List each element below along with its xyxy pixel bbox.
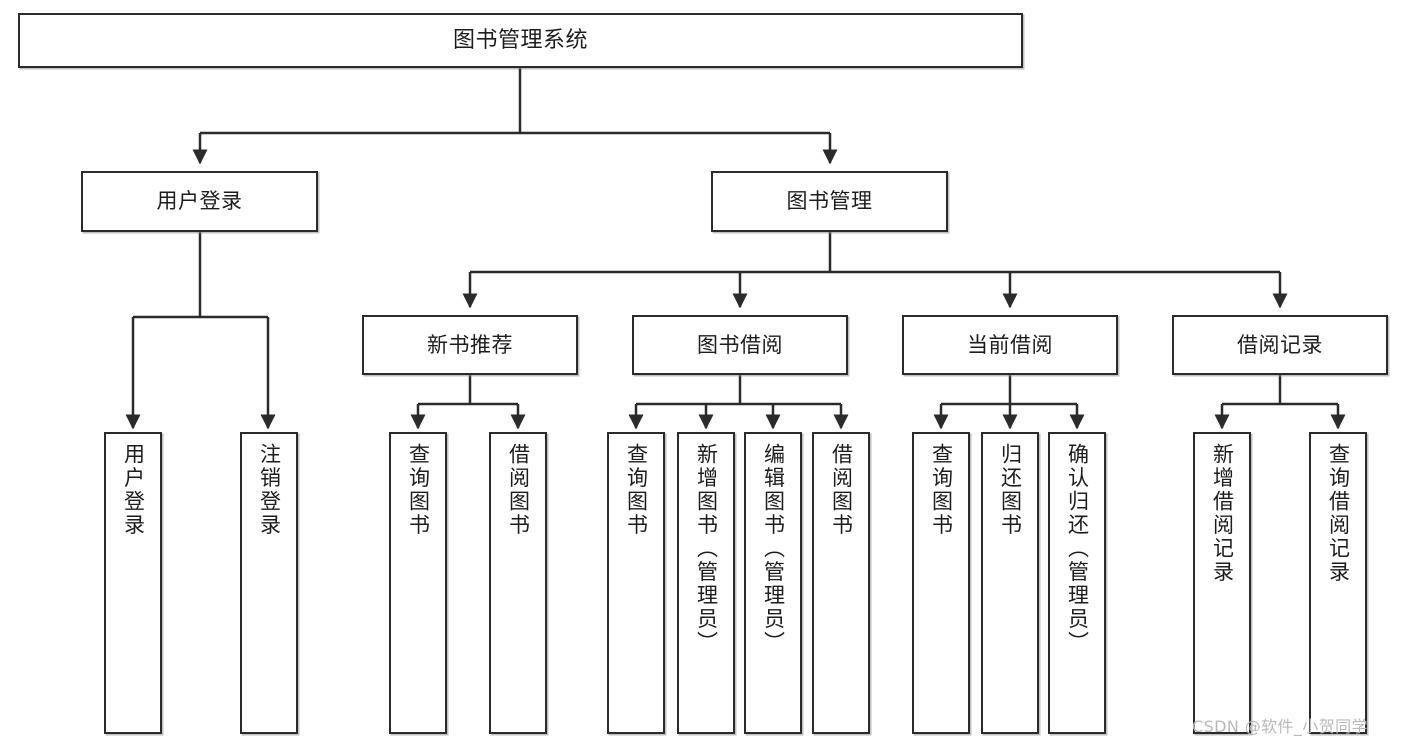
node-book-borrow[interactable]: 图书借阅 bbox=[632, 315, 848, 375]
leaf-user-login[interactable]: 用户登录 bbox=[104, 432, 162, 734]
node-label: 图书管理系统 bbox=[452, 27, 588, 53]
leaf-query-borrow-record[interactable]: 查询借阅记录 bbox=[1309, 432, 1367, 734]
node-label: 注销登录 bbox=[257, 443, 282, 537]
leaf-user-logout[interactable]: 注销登录 bbox=[240, 432, 298, 734]
leaf-borrow-book-recommend[interactable]: 借阅图书 bbox=[489, 432, 547, 734]
leaf-add-borrow-record[interactable]: 新增借阅记录 bbox=[1193, 432, 1251, 734]
node-label: 查询图书 bbox=[929, 443, 954, 537]
node-label: 图书管理 bbox=[786, 189, 873, 214]
node-label: 图书借阅 bbox=[697, 332, 783, 357]
csdn-watermark: CSDN @软件_小贺同学 bbox=[1192, 717, 1368, 736]
node-new-book-recommend[interactable]: 新书推荐 bbox=[362, 315, 578, 375]
node-book-management[interactable]: 图书管理 bbox=[711, 171, 948, 232]
node-label: 编辑图书（管理员） bbox=[761, 443, 786, 655]
leaf-return-book[interactable]: 归还图书 bbox=[981, 432, 1039, 734]
leaf-add-book-admin[interactable]: 新增图书（管理员） bbox=[677, 432, 735, 734]
node-label: 归还图书 bbox=[998, 443, 1023, 537]
node-label: 新书推荐 bbox=[427, 332, 513, 357]
node-label: 借阅图书 bbox=[506, 443, 531, 537]
leaf-confirm-return-admin[interactable]: 确认归还（管理员） bbox=[1048, 432, 1106, 734]
node-borrow-record[interactable]: 借阅记录 bbox=[1172, 315, 1388, 375]
node-label: 用户登录 bbox=[121, 443, 146, 537]
node-label: 用户登录 bbox=[156, 189, 243, 214]
node-label: 借阅记录 bbox=[1237, 332, 1323, 357]
node-label: 借阅图书 bbox=[829, 443, 854, 537]
node-label: 查询图书 bbox=[406, 443, 431, 537]
leaf-query-book-current[interactable]: 查询图书 bbox=[912, 432, 970, 734]
node-label: 查询借阅记录 bbox=[1326, 443, 1351, 584]
node-label: 当前借阅 bbox=[967, 332, 1053, 357]
node-label: 查询图书 bbox=[624, 443, 649, 537]
node-label: 新增借阅记录 bbox=[1210, 443, 1235, 584]
leaf-query-book-recommend[interactable]: 查询图书 bbox=[389, 432, 447, 734]
node-user-login[interactable]: 用户登录 bbox=[81, 171, 318, 232]
node-label: 确认归还（管理员） bbox=[1065, 443, 1090, 655]
leaf-borrow-book[interactable]: 借阅图书 bbox=[812, 432, 870, 734]
node-current-borrow[interactable]: 当前借阅 bbox=[902, 315, 1118, 375]
leaf-edit-book-admin[interactable]: 编辑图书（管理员） bbox=[744, 432, 802, 734]
node-label: 新增图书（管理员） bbox=[694, 443, 719, 655]
node-root-system[interactable]: 图书管理系统 bbox=[18, 13, 1023, 68]
leaf-query-book-borrow[interactable]: 查询图书 bbox=[607, 432, 665, 734]
